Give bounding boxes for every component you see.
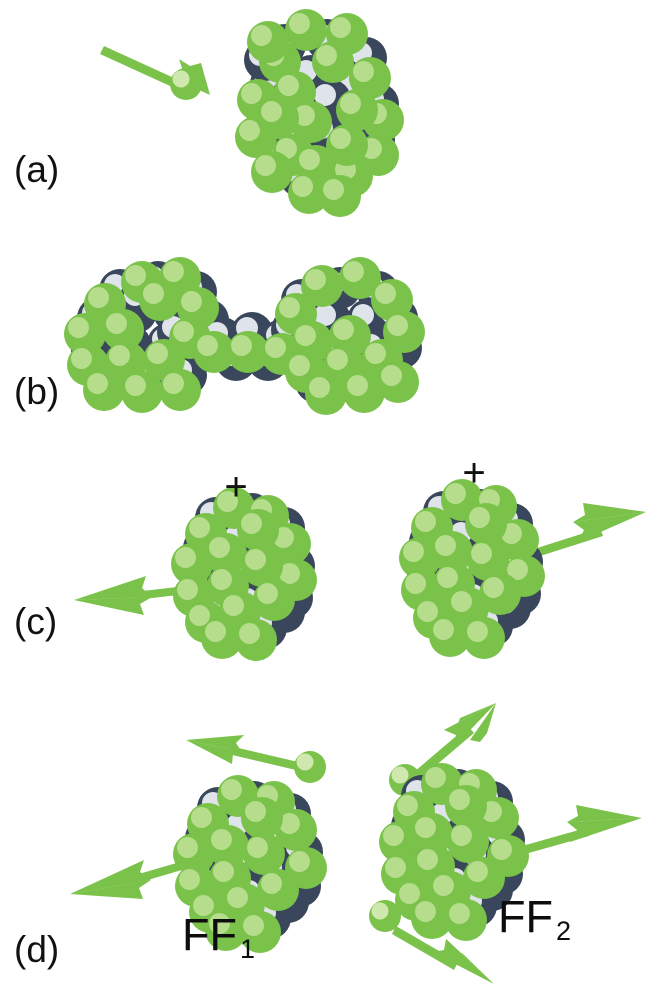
panel-label-d: (d) [14, 929, 59, 970]
ff1-label-group: FF 1 [182, 909, 255, 964]
incident-neutron-a [170, 68, 202, 100]
neutron-1-d [294, 751, 326, 783]
panel-d: FF 1 FF 2 (d) [14, 703, 642, 984]
neutron-3-arrow-d [392, 926, 494, 984]
neutron-3-d [369, 900, 401, 932]
neutron-1-arrow-d [186, 735, 298, 770]
plus-sign-right-c: + [462, 451, 485, 495]
plus-sign-left-c: + [224, 465, 247, 509]
panel-label-c: (c) [14, 601, 57, 642]
panel-label-b: (b) [14, 371, 59, 412]
ff1-subscript: 1 [240, 934, 255, 964]
panel-label-a: (a) [14, 149, 59, 190]
ff2-label: FF [498, 891, 553, 942]
ff2-subscript: 2 [556, 916, 571, 946]
panel-a: (a) [14, 9, 404, 217]
ff2-label-group: FF 2 [498, 891, 571, 946]
panel-c: + + (c) [14, 451, 646, 661]
neutron-2-arrow-d [414, 703, 496, 779]
panel-b: (b) [14, 257, 425, 415]
ff1-label: FF [182, 909, 237, 960]
